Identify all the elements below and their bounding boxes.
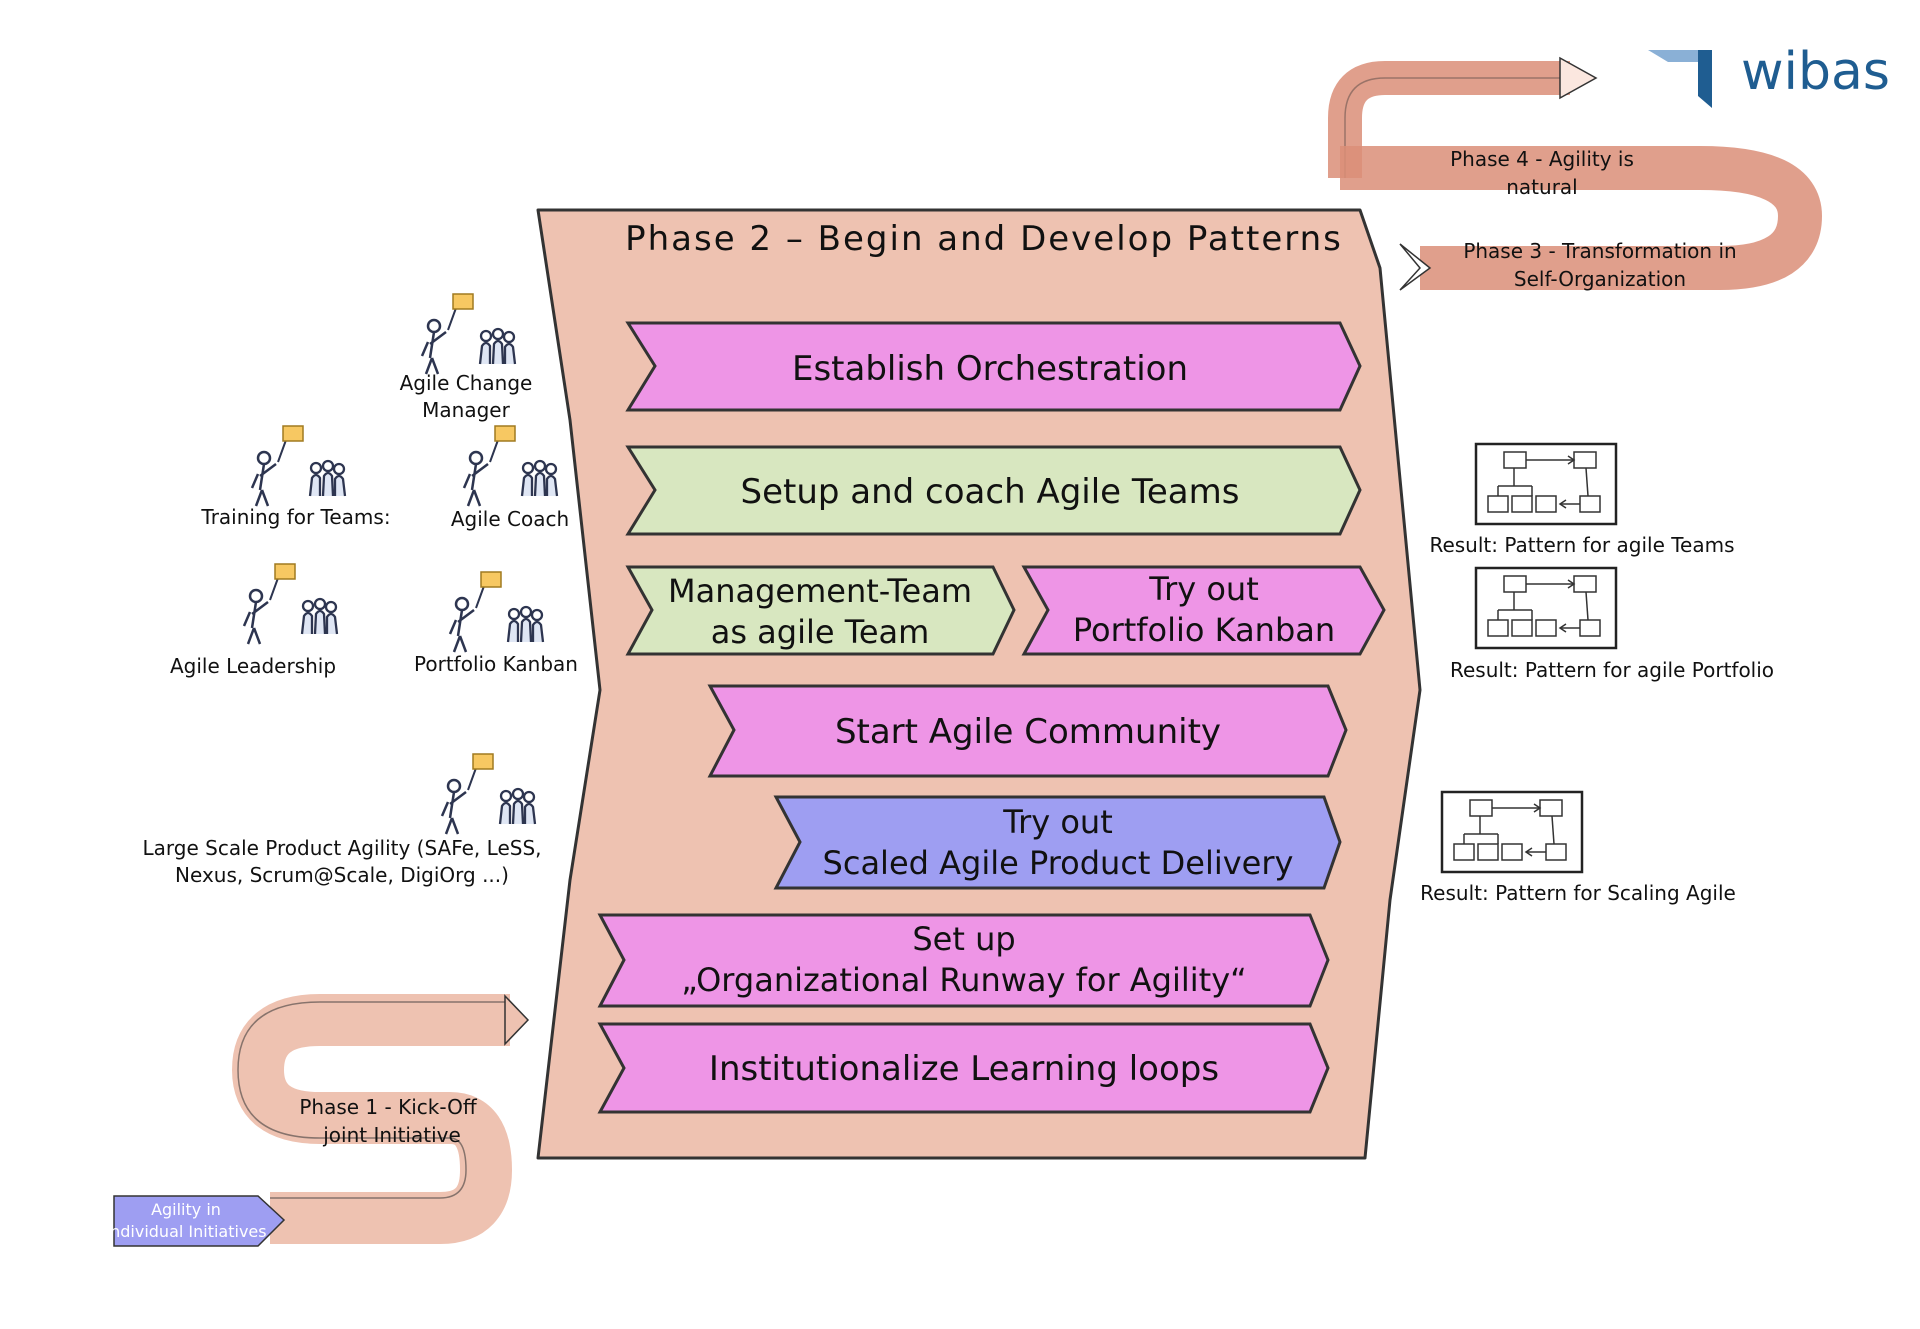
phase4-line2: natural (1506, 175, 1577, 199)
people-icon (420, 292, 517, 376)
arrow-label-line1: Try out (1002, 803, 1113, 841)
arrow-establish-orchestration: Establish Orchestration (625, 321, 1362, 412)
result-label: Result: Pattern for agile Teams (1429, 533, 1734, 557)
arrow-scaled-delivery: Try out Scaled Agile Product Delivery (773, 795, 1342, 890)
phase3-line1: Phase 3 - Transformation in (1463, 239, 1736, 263)
agility-line1: Agility in (151, 1200, 221, 1219)
phase4-line1: Phase 4 - Agility is (1450, 147, 1634, 171)
arrow-label: Establish Orchestration (792, 349, 1188, 389)
agility-line2: Individual Initiatives (105, 1222, 266, 1241)
role-label: Agile Coach (451, 507, 569, 531)
pattern-diagram-icon (1474, 442, 1618, 526)
arrow-label-line2: „Organizational Runway for Agility“ (681, 961, 1246, 999)
arrow-label-line2: Portfolio Kanban (1073, 611, 1335, 649)
arrow-learning-loops: Institutionalize Learning loops (597, 1022, 1330, 1114)
arrow-setup-coach-teams: Setup and coach Agile Teams (625, 445, 1362, 536)
role-portfolio-kanban: Portfolio Kanban (414, 570, 578, 676)
role-large-scale-agility: Large Scale Product Agility (SAFe, LeSS,… (143, 752, 542, 887)
role-agile-coach: Agile Coach (451, 424, 569, 531)
arrow-label: Institutionalize Learning loops (709, 1049, 1219, 1089)
phase2-title: Phase 2 – Begin and Develop Patterns (625, 219, 1343, 259)
arrow-label: Start Agile Community (835, 712, 1221, 752)
role-label: Training for Teams: (200, 505, 390, 529)
role-label-line2: Nexus, Scrum@Scale, DigiOrg ...) (175, 863, 509, 887)
pattern-diagram-icon (1440, 790, 1584, 874)
arrow-organizational-runway: Set up „Organizational Runway for Agilit… (597, 913, 1330, 1008)
wibas-logo: wibas (1648, 42, 1890, 108)
arrow-label-line1: Set up (912, 920, 1015, 958)
arrow-label-line2: Scaled Agile Product Delivery (823, 844, 1294, 882)
role-label: Agile Leadership (170, 654, 336, 678)
arrow-label-line1: Try out (1148, 570, 1259, 608)
phase3-line2: Self-Organization (1514, 267, 1686, 291)
result-agile-teams: Result: Pattern for agile Teams (1429, 442, 1735, 557)
logo-text: wibas (1741, 42, 1890, 102)
people-icon (462, 424, 559, 508)
arrow-label: Setup and coach Agile Teams (741, 472, 1240, 512)
people-icon (440, 752, 537, 836)
phase-1-path: Phase 1 - Kick-Off joint Initiative (231, 994, 530, 1244)
phase1-line1: Phase 1 - Kick-Off (299, 1095, 477, 1119)
role-label-line1: Agile Change (400, 371, 533, 395)
arrow-portfolio-kanban: Try out Portfolio Kanban (1021, 565, 1386, 656)
arrow-label-line2: as agile Team (711, 613, 930, 651)
role-label: Portfolio Kanban (414, 652, 578, 676)
result-scaling-agile: Result: Pattern for Scaling Agile (1420, 790, 1736, 905)
agility-individual-arrow: Agility in Individual Initiatives (105, 1195, 286, 1247)
role-label-line1: Large Scale Product Agility (SAFe, LeSS, (143, 836, 542, 860)
phase1-line2: joint Initiative (322, 1123, 461, 1147)
role-label-line2: Manager (422, 398, 510, 422)
pattern-diagram-icon (1474, 566, 1618, 650)
phase-3-4-path: Phase 4 - Agility is natural Phase 3 - T… (1328, 56, 1823, 291)
result-label: Result: Pattern for agile Portfolio (1450, 658, 1774, 682)
result-label: Result: Pattern for Scaling Agile (1420, 881, 1736, 905)
result-agile-portfolio: Result: Pattern for agile Portfolio (1450, 566, 1774, 682)
role-training-for-teams: Training for Teams: (200, 424, 391, 529)
arrow-label-line1: Management-Team (668, 572, 972, 610)
people-icon (448, 570, 545, 654)
role-agile-leadership: Agile Leadership (170, 562, 339, 678)
arrow-start-community: Start Agile Community (707, 684, 1348, 778)
people-icon (242, 562, 339, 646)
arrow-management-team: Management-Team as agile Team (625, 565, 1016, 656)
role-agile-change-manager: Agile Change Manager (400, 292, 533, 422)
people-icon (250, 424, 347, 508)
